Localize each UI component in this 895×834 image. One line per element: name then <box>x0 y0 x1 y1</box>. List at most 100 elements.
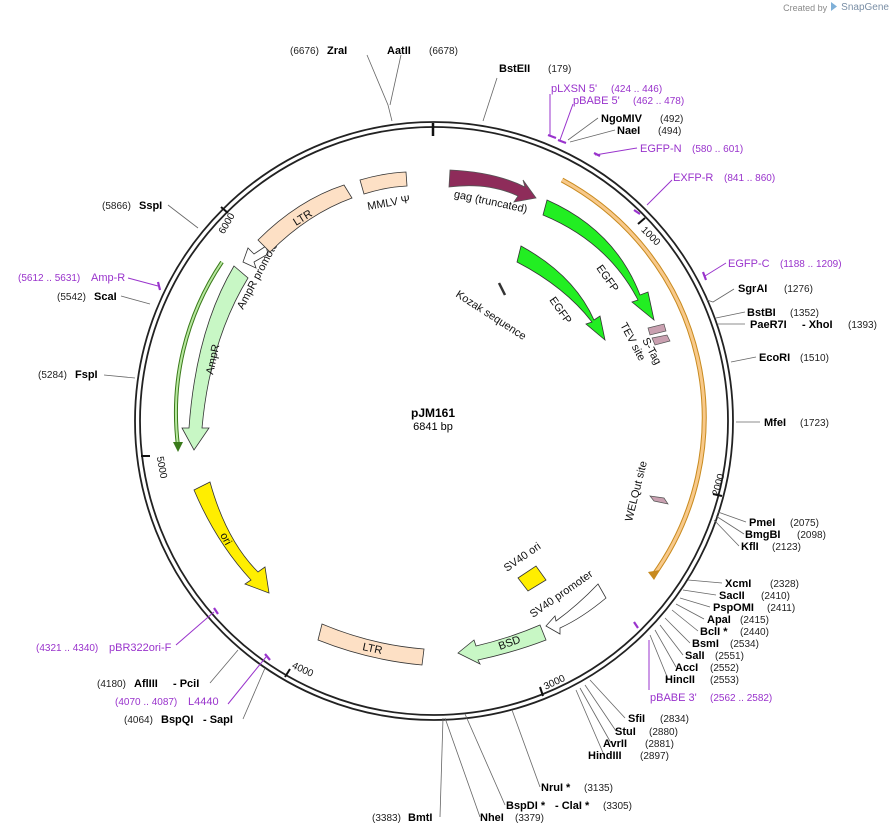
site-pspomi-pos: (2411) <box>767 603 795 614</box>
orange-arc <box>561 178 706 577</box>
primer-pbr322ori-f-pos: (4321 .. 4340) <box>36 643 98 654</box>
bsd-arrow <box>457 624 547 665</box>
egfp-outer-arrow <box>542 199 655 322</box>
site-avrii: AvrII <box>603 738 627 750</box>
tev-feature <box>647 323 667 336</box>
site-bmti-pos: (3383) <box>372 813 401 824</box>
ltr-top-feature <box>257 184 353 253</box>
tick-5000: 5000 <box>154 456 169 480</box>
sv40-ori-feature <box>517 565 547 592</box>
site-bsteii-pos: (179) <box>548 64 571 75</box>
site-naei-pos: (494) <box>658 126 681 137</box>
site-bstbi-pos: (1352) <box>790 308 819 319</box>
site-nhei-pos: (3379) <box>515 813 544 824</box>
tick-marks <box>141 206 723 697</box>
site-hindiii-pos: (2897) <box>640 751 669 762</box>
site-ngomiv: NgoMIV <box>601 113 643 125</box>
site-naei: NaeI <box>617 125 640 137</box>
site-nhei: NheI <box>480 812 504 824</box>
primer-leaders <box>127 94 727 705</box>
primer-l4440: L4440 <box>188 696 219 708</box>
primer-plxsn5-pos: (424 .. 446) <box>611 84 662 95</box>
primer-amp-r-pos: (5612 .. 5631) <box>18 273 80 284</box>
site-pmei: PmeI <box>749 517 775 529</box>
site-nrui: NruI * <box>541 782 571 794</box>
site-ecori: EcoRI <box>759 352 790 364</box>
site-avrii-pos: (2881) <box>645 739 674 750</box>
site-bsmi-pos: (2534) <box>730 639 759 650</box>
primer-exfp-r-pos: (841 .. 860) <box>724 173 775 184</box>
primer-exfp-r: EXFP-R <box>673 172 713 184</box>
site-afliii: AflIII <box>134 678 158 690</box>
ampr-promoter-arrow <box>242 245 269 269</box>
welq-label: WELQut site <box>623 460 650 523</box>
site-xcmi: XcmI <box>725 578 751 590</box>
site-sapi: - SapI <box>203 714 233 726</box>
site-xcmi-pos: (2328) <box>770 579 799 590</box>
stag-feature <box>651 334 671 346</box>
welq-feature <box>649 495 669 505</box>
site-sacii-pos: (2410) <box>761 591 790 602</box>
site-xhoi: - XhoI <box>802 319 833 331</box>
site-xhoi-pos: (1393) <box>848 320 877 331</box>
site-sgrai-pos: (1276) <box>784 284 813 295</box>
primer-marks <box>156 133 708 661</box>
site-zrai: ZraI <box>327 45 347 57</box>
ori-arrow <box>193 481 270 594</box>
site-pmei-pos: (2075) <box>790 518 819 529</box>
site-sfii: SfiI <box>628 713 645 725</box>
site-scai: ScaI <box>94 291 117 303</box>
site-leaders <box>103 54 760 818</box>
sv40-promoter-arrow <box>545 583 607 635</box>
site-bcli-pos: (2440) <box>740 627 769 638</box>
credit-brand: SnapGene <box>841 2 889 13</box>
kozak-label: Kozak sequence <box>453 288 528 342</box>
site-fspi-pos: (5284) <box>38 370 67 381</box>
gag-feature-arrow <box>448 169 537 203</box>
site-hincii: HincII <box>665 674 695 686</box>
plasmid-size: 6841 bp <box>413 421 453 433</box>
site-nrui-pos: (3135) <box>584 783 613 794</box>
site-bspqi-pos: (4064) <box>124 715 153 726</box>
tick-4000: 4000 <box>290 660 315 680</box>
site-sgrai: SgrAI <box>738 283 767 295</box>
site-sacii: SacII <box>719 590 745 602</box>
primer-egfp-c: EGFP-C <box>728 258 770 270</box>
primer-plxsn5: pLXSN 5' <box>551 83 597 95</box>
egfp-inner-label: EGFP <box>547 295 574 326</box>
site-sspi-pos: (5866) <box>102 201 131 212</box>
site-scai-pos: (5542) <box>57 292 86 303</box>
kozak-marker <box>497 282 507 296</box>
site-aatii-pos: (6678) <box>429 46 458 57</box>
site-bmgbi-pos: (2098) <box>797 530 826 541</box>
site-kfli: KflI <box>741 541 759 553</box>
site-zrai-pos: (6676) <box>290 46 319 57</box>
backbone-outer-ring <box>134 121 734 721</box>
orange-arc-arrow-icon <box>648 570 660 580</box>
primer-pbabe3-pos: (2562 .. 2582) <box>710 693 772 704</box>
primer-amp-r: Amp-R <box>91 272 125 284</box>
site-mfei: MfeI <box>764 417 786 429</box>
site-pcii: - PciI <box>173 678 199 690</box>
site-acci: AccI <box>675 662 698 674</box>
primer-pbr322ori-f: pBR322ori-F <box>109 642 172 654</box>
site-sali-pos: (2551) <box>715 651 744 662</box>
primer-egfp-c-pos: (1188 .. 1209) <box>780 259 842 270</box>
site-bspqi: BspQI <box>161 714 193 726</box>
site-hindiii: HindIII <box>588 750 622 762</box>
primer-pbabe3: pBABE 3' <box>650 692 697 704</box>
site-bstbi: BstBI <box>747 307 776 319</box>
snapgene-logo-icon <box>830 2 838 13</box>
site-bcli: BclI * <box>700 626 728 638</box>
mmlv-psi-label: MMLV Ψ <box>366 194 411 213</box>
site-acci-pos: (2552) <box>710 663 739 674</box>
site-aatii: AatII <box>387 45 411 57</box>
site-ecori-pos: (1510) <box>800 353 829 364</box>
site-sfii-pos: (2834) <box>660 714 689 725</box>
primer-pbabe5: pBABE 5' <box>573 95 620 107</box>
ampr-arrow <box>181 265 249 451</box>
site-mfei-pos: (1723) <box>800 418 829 429</box>
site-stui-pos: (2880) <box>649 727 678 738</box>
site-bmgbi: BmgBI <box>745 529 780 541</box>
site-fspi: FspI <box>75 369 98 381</box>
